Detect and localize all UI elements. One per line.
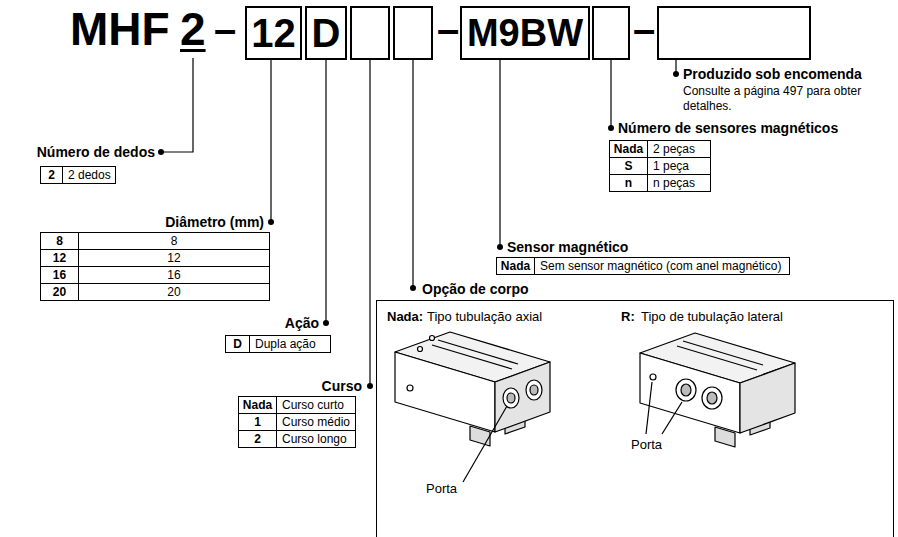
leader-dot xyxy=(158,71,679,389)
option-description: Tipo tubulação axial xyxy=(427,309,542,325)
gripper-axial-drawing xyxy=(395,332,550,482)
option-heading: Número de sensores magnéticos xyxy=(618,119,838,137)
table-code-cell: n xyxy=(609,174,648,192)
empty-code-box xyxy=(351,7,810,59)
option-heading: Opção de corpo xyxy=(422,280,529,298)
option-heading: Sensor magnético xyxy=(507,238,628,256)
option-code: Nada: xyxy=(387,309,423,325)
option-heading: Produzido sob encomenda xyxy=(683,65,862,83)
table-value-cell: Curso longo xyxy=(276,430,356,448)
code-box: 12 xyxy=(245,6,302,60)
gripper-lateral-drawing xyxy=(640,333,795,447)
option-heading: Curso xyxy=(322,377,362,395)
port-label: Porta xyxy=(631,437,662,453)
option-description: Tipo de tubulação lateral xyxy=(641,309,783,325)
option-code: R: xyxy=(621,309,635,325)
table-value-cell: n peças xyxy=(647,174,711,192)
table-value-cell: 8 xyxy=(78,232,270,250)
finger-count-code: 2 xyxy=(180,2,206,56)
table-value-cell: Curso médio xyxy=(276,413,356,431)
separator: – xyxy=(214,2,236,56)
table-code-cell: 1 xyxy=(238,413,277,431)
table-code-cell: 8 xyxy=(40,232,79,250)
code-box: M9BW xyxy=(460,6,590,60)
option-heading: Ação xyxy=(285,314,319,332)
code-box: D xyxy=(305,6,347,60)
note-text: Consulte a página 497 para obter detalhe… xyxy=(683,84,883,114)
option-heading: Número de dedos xyxy=(37,143,155,161)
body-option-panel: Opção de corpoNada:Tipo tubulação axialR… xyxy=(376,300,894,537)
table-value-cell: Sem sensor magnético (com anel magnético… xyxy=(534,257,790,275)
table-code-cell: 20 xyxy=(40,283,79,301)
table-code-cell: 12 xyxy=(40,249,79,267)
table-code-cell: 2 xyxy=(238,430,277,448)
table-value-cell: 20 xyxy=(78,283,270,301)
table-code-cell: S xyxy=(609,157,648,175)
separator: – xyxy=(633,2,655,56)
table-value-cell: 2 peças xyxy=(647,140,711,158)
table-code-cell: Nada xyxy=(609,140,648,158)
code-text: M9BW xyxy=(467,12,583,54)
leader-line xyxy=(161,58,676,386)
table-code-cell: Nada xyxy=(496,257,535,275)
port-label: Porta xyxy=(426,481,457,497)
table-code-cell: Nada xyxy=(238,396,277,414)
table-value-cell: 12 xyxy=(78,249,270,267)
option-heading: Diâmetro (mm) xyxy=(165,213,264,231)
series-code: MHF xyxy=(70,2,170,56)
separator: – xyxy=(437,2,459,56)
table-code-cell: 2 xyxy=(40,166,63,184)
table-value-cell: 2 dedos xyxy=(62,166,116,184)
code-text: D xyxy=(312,11,341,55)
table-code-cell: D xyxy=(225,335,250,353)
table-value-cell: 16 xyxy=(78,266,270,284)
table-value-cell: 1 peça xyxy=(647,157,711,175)
code-text: 12 xyxy=(251,11,296,55)
table-value-cell: Dupla ação xyxy=(249,335,331,353)
table-code-cell: 16 xyxy=(40,266,79,284)
table-value-cell: Curso curto xyxy=(276,396,356,414)
